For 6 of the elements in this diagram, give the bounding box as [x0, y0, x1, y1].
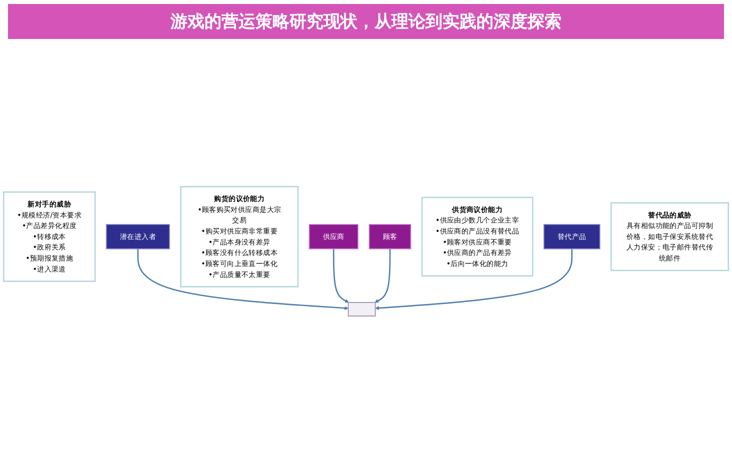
arrow	[375, 248, 573, 310]
arrow	[374, 248, 391, 302]
title-banner: 游戏的营运策略研究现状，从理论到实践的深度探索	[8, 4, 724, 39]
node-box	[348, 302, 376, 316]
arrow	[332, 248, 349, 302]
arrow	[137, 248, 348, 310]
